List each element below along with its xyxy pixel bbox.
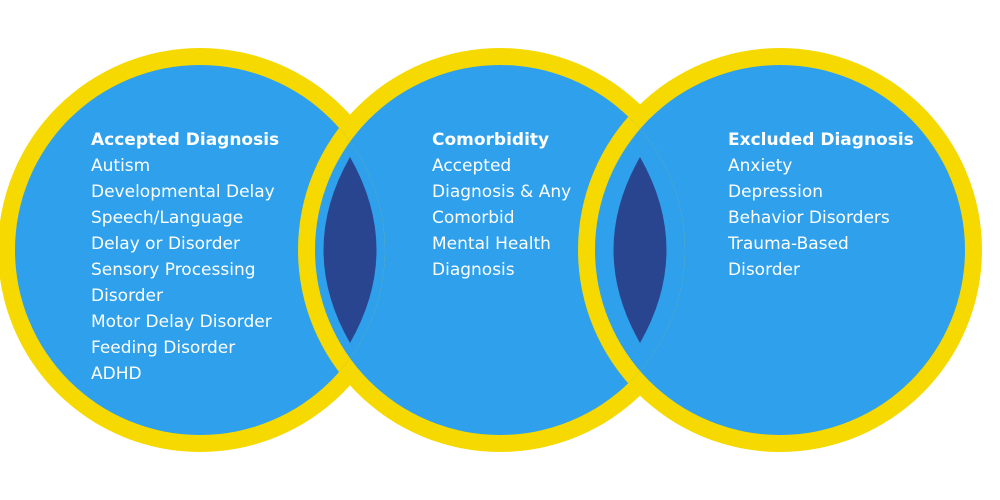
list-item: Motor Delay Disorder bbox=[91, 312, 272, 332]
list-item: Delay or Disorder bbox=[91, 234, 240, 254]
accepted-diagnosis-title: Accepted Diagnosis bbox=[91, 130, 280, 150]
list-item: Diagnosis & Any bbox=[432, 182, 572, 202]
list-item: Disorder bbox=[728, 260, 801, 280]
excluded-diagnosis-text: Excluded Diagnosis Anxiety Depression Be… bbox=[728, 127, 914, 283]
list-item: Diagnosis bbox=[432, 260, 515, 280]
list-item: Trauma-Based bbox=[728, 234, 849, 254]
list-item: Disorder bbox=[91, 286, 164, 306]
list-item: Autism bbox=[91, 156, 151, 176]
list-item: Accepted bbox=[432, 156, 512, 176]
circle-excluded bbox=[595, 65, 965, 435]
circle-comorbidity bbox=[315, 65, 685, 435]
list-item: Developmental Delay bbox=[91, 182, 275, 202]
excluded-diagnosis-title: Excluded Diagnosis bbox=[728, 130, 914, 150]
list-item: Speech/Language bbox=[91, 208, 244, 228]
list-item: ADHD bbox=[91, 364, 142, 384]
accepted-diagnosis-text: Accepted Diagnosis Autism Developmental … bbox=[91, 127, 279, 387]
list-item: Anxiety bbox=[728, 156, 793, 176]
list-item: Behavior Disorders bbox=[728, 208, 890, 228]
overlap-lens-left bbox=[323, 157, 377, 343]
overlap-lens-right bbox=[613, 157, 667, 343]
list-item: Comorbid bbox=[432, 208, 515, 228]
list-item: Depression bbox=[728, 182, 824, 202]
comorbidity-text: Comorbidity Accepted Diagnosis & Any Com… bbox=[432, 127, 571, 283]
list-item: Feeding Disorder bbox=[91, 338, 236, 358]
list-item: Mental Health bbox=[432, 234, 551, 254]
list-item: Sensory Processing bbox=[91, 260, 256, 280]
comorbidity-title: Comorbidity bbox=[432, 130, 550, 150]
circle-accepted bbox=[15, 65, 385, 435]
